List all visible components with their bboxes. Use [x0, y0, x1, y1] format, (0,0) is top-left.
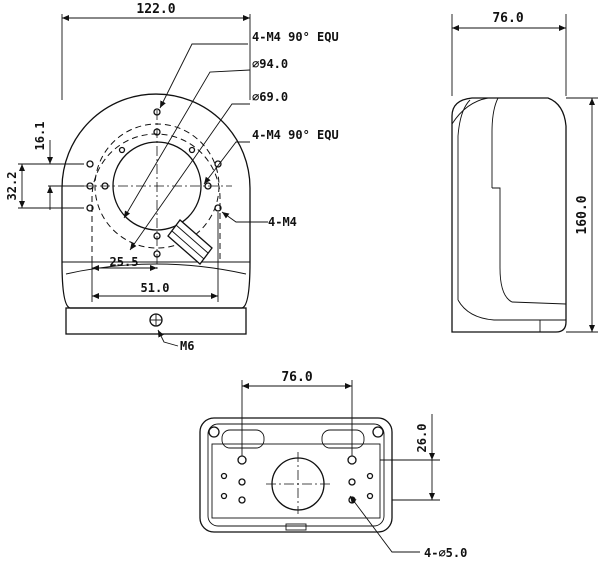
side-top-curve [451, 97, 489, 125]
dim-51: 51.0 [141, 281, 170, 295]
leader-bottom-holes [349, 495, 420, 553]
side-depth-dim: 76.0 [492, 11, 523, 26]
bottom-hole-offset: 26.0 [415, 424, 429, 453]
bottom-plate [211, 443, 381, 519]
label-holes-mid: 4-M4 90° EQU [252, 128, 339, 142]
side-inner-edge [491, 97, 499, 188]
dim-25: 25.5 [110, 255, 139, 269]
bottom-slot-left [221, 429, 265, 449]
leader-holes-mid [203, 141, 250, 185]
bottom-holes-label: 4-∅5.0 [424, 546, 467, 560]
side-view: 76.0 160.0 [451, 11, 598, 333]
front-body-outline [61, 93, 251, 262]
label-holes-top: 4-M4 90° EQU [252, 30, 339, 44]
front-base [65, 307, 247, 335]
bottom-mounting-holes [220, 455, 374, 504]
dim-16: 16.1 [33, 122, 47, 151]
side-body-step [492, 187, 567, 305]
side-base-line [457, 299, 566, 321]
front-body-curve [65, 263, 247, 275]
label-pcd-inner: ∅69.0 [252, 90, 288, 104]
front-width-dim: 122.0 [136, 2, 175, 17]
bottom-view: 76.0 26.0 4-∅5.0 [199, 370, 467, 560]
m6-screw-icon [149, 313, 163, 327]
leader-pcd-inner [129, 103, 250, 251]
label-m6: M6 [180, 339, 194, 353]
dim-32: 32.2 [5, 172, 19, 201]
bottom-outline [199, 417, 393, 533]
leader-m6 [157, 329, 179, 347]
label-pcd-outer: ∅94.0 [252, 57, 288, 71]
side-height-dim: 160.0 [575, 195, 590, 234]
bottom-inner-outline [207, 423, 385, 527]
front-inner-dashed [91, 133, 221, 262]
bottom-slot-right [321, 429, 365, 449]
bottom-hole-spacing: 76.0 [281, 370, 312, 385]
side-outline [451, 97, 567, 333]
leader-holes-side [221, 211, 268, 223]
bottom-tab [285, 523, 307, 531]
front-view: 122.0 16.1 32.2 25.5 51.0 4-M4 90° EQU ∅… [5, 2, 339, 353]
label-holes-side: 4-M4 [268, 215, 297, 229]
bottom-corner-hole-left [208, 426, 220, 438]
side-front-edge [457, 99, 471, 300]
leader-holes-top [159, 43, 248, 109]
leader-pcd-outer [123, 69, 251, 219]
cable-entry-tube [167, 219, 213, 265]
front-mounting-holes [86, 108, 222, 258]
bottom-corner-hole-right [372, 426, 384, 438]
